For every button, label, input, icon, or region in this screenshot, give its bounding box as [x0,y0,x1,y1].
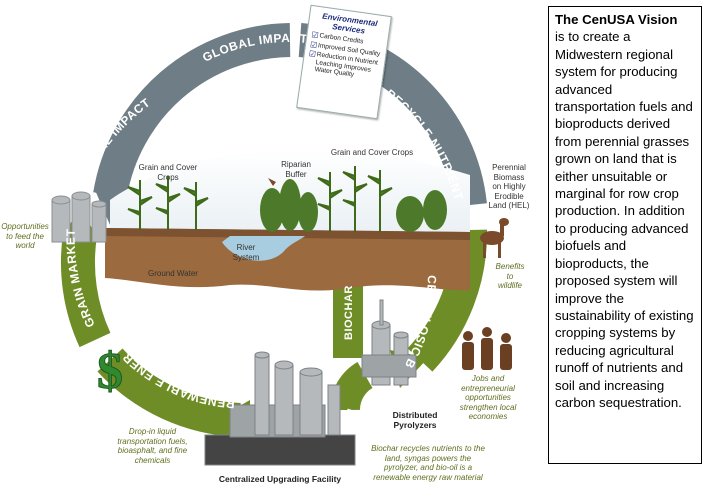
vision-body: is to create a Midwestern regional syste… [555,29,694,410]
cenusa-cycle-diagram: $ GLOBAL IMPACTS RECYCLE NUTRIENTS CELLU… [51,18,512,466]
cenusa-vision-box: The CenUSA Vision is to create a Midwest… [548,6,702,464]
ring-label-biochar: BIOCHAR [343,285,355,340]
grain-silos [51,191,107,243]
dollar-sign-icon: $ [97,343,123,400]
landscape [105,149,509,291]
environmental-services-card: Environmental Services ☑ Carbon Credits … [296,4,392,120]
label-ground-water: Ground Water [148,269,198,278]
centralized-upgrading-facility [204,351,356,466]
label-grain-cover-left: Grain and Cover Crops [138,163,198,182]
people-silhouettes [462,327,512,370]
label-grain-cover-right: Grain and Cover Crops [330,148,414,157]
label-centralized-facility: Centralized Upgrading Facility [218,474,342,484]
vision-title: The CenUSA Vision [555,12,678,27]
distributed-pyrolyzers [361,299,417,386]
